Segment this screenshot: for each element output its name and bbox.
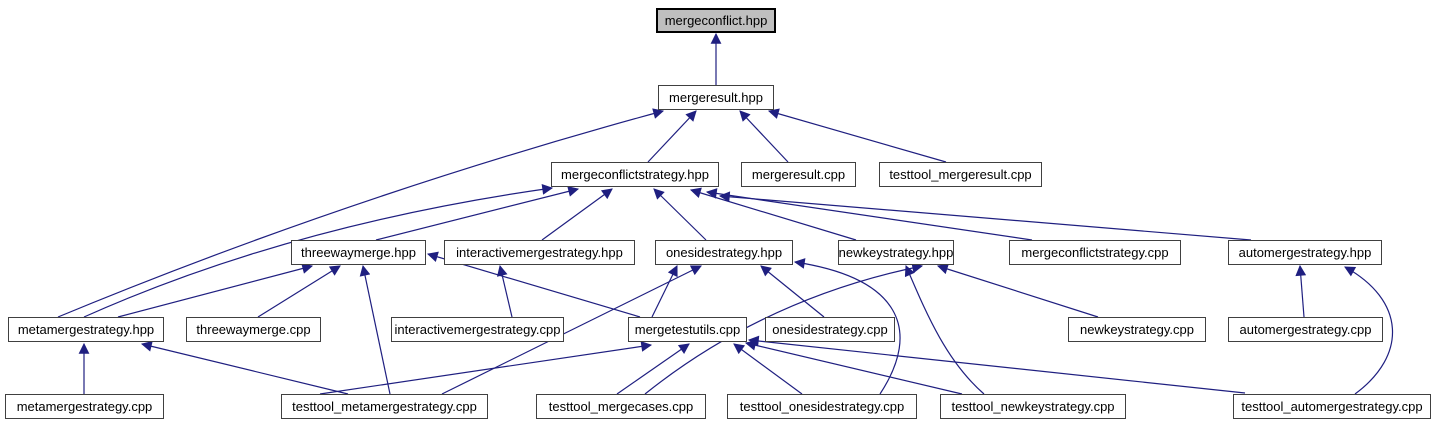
edge-mergeconflictstrategy.hpp-to-mergeresult.hpp [647, 110, 697, 163]
edge-metamergestrategy.hpp-to-mergeconflictstrategy.hpp [83, 184, 554, 318]
node-mergeresult.hpp[interactable]: mergeresult.hpp [658, 85, 774, 110]
node-testtool_newkeystrategy.cpp[interactable]: testtool_newkeystrategy.cpp [940, 394, 1126, 419]
node-threewaymerge.cpp[interactable]: threewaymerge.cpp [186, 317, 321, 342]
edge-newkeystrategy.hpp-to-mergeconflictstrategy.hpp [689, 187, 857, 241]
edge-testtool_automergestrategy.cpp-to-mergetestutils.cpp [747, 335, 1246, 394]
edge-threewaymerge.cpp-to-threewaymerge.hpp [257, 265, 341, 318]
edge-testtool_newkeystrategy.cpp-to-newkeystrategy.hpp [904, 265, 985, 395]
node-automergestrategy.hpp[interactable]: automergestrategy.hpp [1228, 240, 1382, 265]
edge-testtool_metamergestrategy.cpp-to-onesidestrategy.hpp [441, 265, 702, 395]
node-interactivemergestrategy.cpp[interactable]: interactivemergestrategy.cpp [391, 317, 564, 342]
edge-testtool_metamergestrategy.cpp-to-metamergestrategy.hpp [140, 341, 349, 395]
node-metamergestrategy.cpp[interactable]: metamergestrategy.cpp [5, 394, 164, 419]
edge-testtool_mergecases.cpp-to-mergetestutils.cpp [616, 343, 690, 395]
edge-testtool_metamergestrategy.cpp-to-threewaymerge.hpp [359, 264, 391, 395]
edge-testtool_automergestrategy.cpp-to-automergestrategy.hpp [1344, 266, 1393, 395]
edge-testtool_onesidestrategy.cpp-to-onesidestrategy.hpp [793, 258, 901, 395]
edge-testtool_newkeystrategy.cpp-to-mergetestutils.cpp [744, 339, 963, 395]
node-testtool_mergeresult.cpp[interactable]: testtool_mergeresult.cpp [879, 162, 1042, 187]
node-testtool_onesidestrategy.cpp[interactable]: testtool_onesidestrategy.cpp [727, 394, 917, 419]
node-metamergestrategy.hpp[interactable]: metamergestrategy.hpp [8, 317, 164, 342]
node-mergeconflictstrategy.hpp[interactable]: mergeconflictstrategy.hpp [551, 162, 719, 187]
edge-testtool_mergecases.cpp-to-newkeystrategy.hpp [644, 262, 924, 395]
edge-testtool_onesidestrategy.cpp-to-mergetestutils.cpp [733, 343, 803, 395]
edge-mergetestutils.cpp-to-onesidestrategy.hpp [651, 265, 678, 318]
edge-onesidestrategy.cpp-to-onesidestrategy.hpp [760, 265, 825, 318]
node-threewaymerge.hpp[interactable]: threewaymerge.hpp [291, 240, 426, 265]
edge-metamergestrategy.hpp-to-threewaymerge.hpp [117, 263, 314, 318]
edge-onesidestrategy.hpp-to-mergeconflictstrategy.hpp [653, 188, 707, 241]
node-newkeystrategy.cpp[interactable]: newkeystrategy.cpp [1068, 317, 1206, 342]
edge-metamergestrategy.hpp-to-mergeresult.hpp [57, 108, 665, 318]
edge-newkeystrategy.cpp-to-newkeystrategy.hpp [936, 263, 1099, 318]
node-testtool_mergecases.cpp[interactable]: testtool_mergecases.cpp [536, 394, 706, 419]
node-mergeconflictstrategy.cpp[interactable]: mergeconflictstrategy.cpp [1009, 240, 1181, 265]
node-interactivemergestrategy.hpp[interactable]: interactivemergestrategy.hpp [444, 240, 635, 265]
edge-mergeresult.cpp-to-mergeresult.hpp [739, 110, 789, 163]
edge-testtool_mergeresult.cpp-to-mergeresult.hpp [767, 108, 947, 163]
node-automergestrategy.cpp[interactable]: automergestrategy.cpp [1228, 317, 1383, 342]
edge-automergestrategy.hpp-to-mergeconflictstrategy.hpp [718, 191, 1252, 241]
edge-interactivemergestrategy.hpp-to-mergeconflictstrategy.hpp [541, 188, 613, 241]
edge-testtool_metamergestrategy.cpp-to-mergetestutils.cpp [319, 341, 653, 395]
node-testtool_metamergestrategy.cpp[interactable]: testtool_metamergestrategy.cpp [281, 394, 488, 419]
node-mergetestutils.cpp[interactable]: mergetestutils.cpp [628, 317, 747, 342]
edge-interactivemergestrategy.cpp-to-interactivemergestrategy.hpp [496, 264, 513, 318]
node-mergeresult.cpp[interactable]: mergeresult.cpp [741, 162, 856, 187]
node-newkeystrategy.hpp[interactable]: newkeystrategy.hpp [838, 240, 954, 265]
node-mergeconflict.hpp[interactable]: mergeconflict.hpp [656, 8, 776, 33]
edge-threewaymerge.hpp-to-mergeconflictstrategy.hpp [375, 186, 580, 241]
edge-automergestrategy.cpp-to-automergestrategy.hpp [1295, 264, 1307, 318]
node-testtool_automergestrategy.cpp[interactable]: testtool_automergestrategy.cpp [1233, 394, 1431, 419]
node-onesidestrategy.cpp[interactable]: onesidestrategy.cpp [765, 317, 895, 342]
node-onesidestrategy.hpp[interactable]: onesidestrategy.hpp [655, 240, 793, 265]
